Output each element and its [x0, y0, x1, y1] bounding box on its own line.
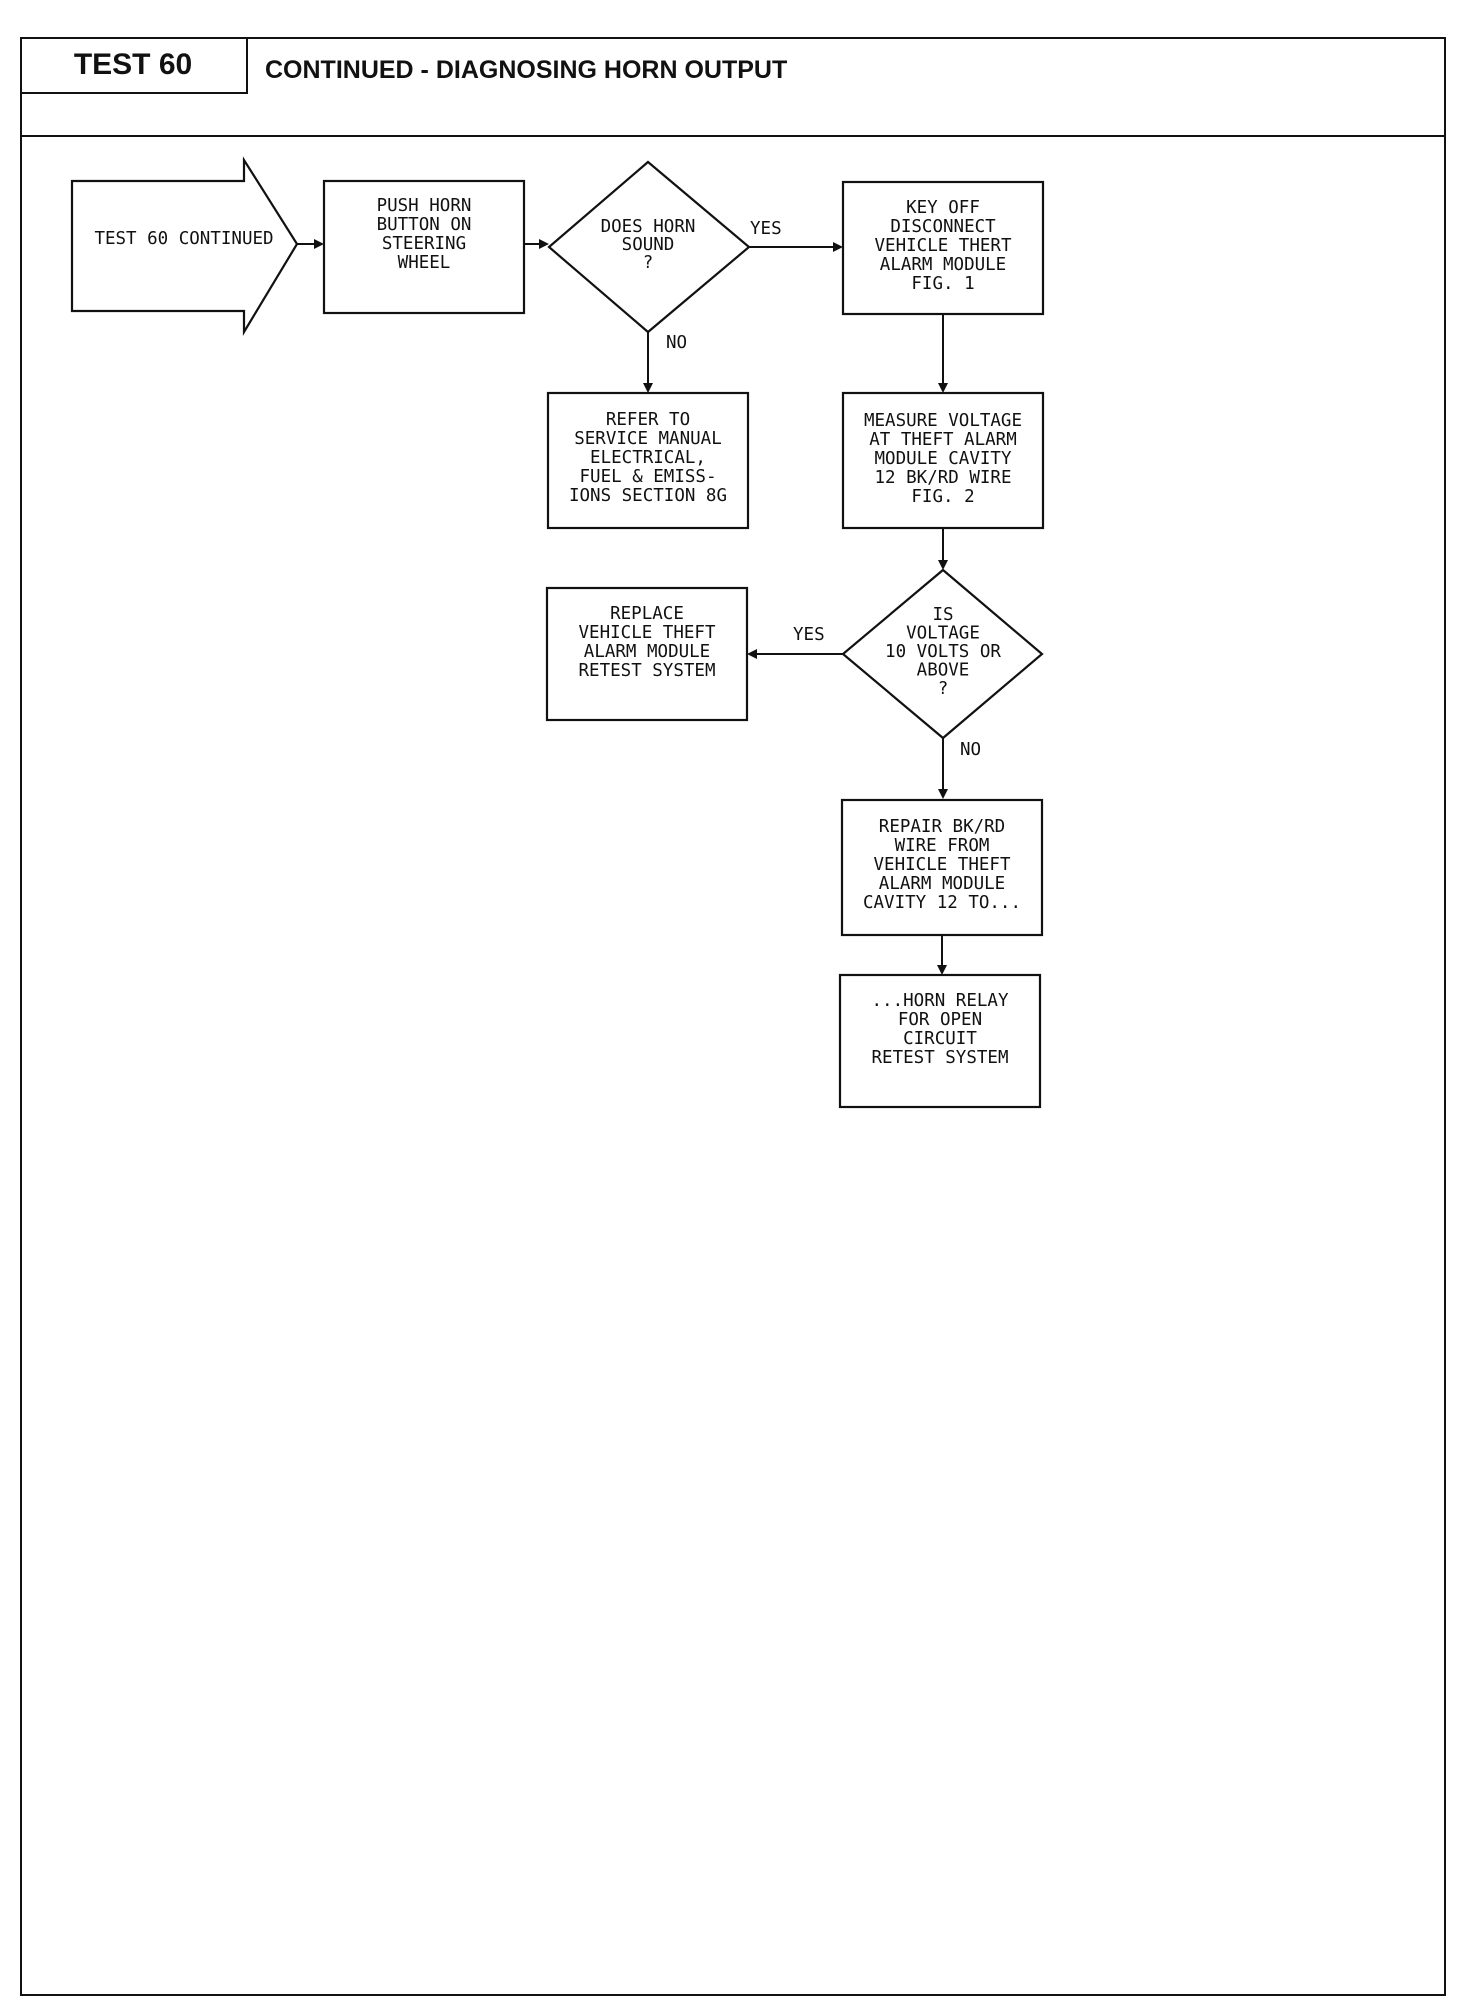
arrowhead [938, 789, 948, 799]
text-line: SOUND [622, 235, 675, 255]
push-horn-box [322, 179, 526, 315]
text-line: ALARM MODULE [880, 255, 1006, 275]
text-line: WHEEL [398, 253, 451, 273]
text-line: RETEST SYSTEM [872, 1048, 1009, 1068]
key-off-box [841, 180, 1045, 316]
text-line: ? [643, 253, 654, 273]
text-line: MODULE CAVITY [875, 449, 1012, 469]
header-bar [20, 37, 1446, 137]
text-line: FUEL & EMISS- [580, 467, 717, 487]
no-label-1: NO [666, 333, 687, 353]
start-arrow-shape [70, 156, 299, 336]
text-line: REPAIR BK/RD [879, 817, 1005, 837]
text-line: KEY OFF [906, 198, 980, 218]
replace-module-box [545, 586, 749, 722]
text-line: SERVICE MANUAL [574, 429, 722, 449]
refer-manual-box [546, 391, 750, 530]
text-line: VEHICLE THEFT [874, 855, 1011, 875]
yes-label-2: YES [793, 625, 825, 645]
arrowhead [938, 560, 948, 570]
arrowhead [314, 239, 324, 249]
test-number: TEST 60 [20, 37, 248, 94]
text-line: ...HORN RELAY [872, 991, 1009, 1011]
text-line: VEHICLE THERT [875, 236, 1012, 256]
text-line: ELECTRICAL, [590, 448, 706, 468]
page-frame [20, 37, 1446, 1996]
text-line: VEHICLE THEFT [579, 623, 716, 643]
text-line: TEST 60 CONTINUED [94, 229, 273, 249]
text-line: ALARM MODULE [584, 642, 710, 662]
text-line: FIG. 2 [911, 487, 974, 507]
arrowhead [747, 649, 757, 659]
text-line: ? [938, 679, 949, 699]
no-label-2: NO [960, 740, 981, 760]
text-line: REFER TO [606, 410, 690, 430]
text-line: STEERING [382, 234, 466, 254]
arrowhead [833, 242, 843, 252]
page-title: CONTINUED - DIAGNOSING HORN OUTPUT [265, 55, 788, 84]
text-line: ABOVE [917, 661, 970, 681]
text-line: CIRCUIT [903, 1029, 977, 1049]
text-line: IONS SECTION 8G [569, 486, 727, 506]
text-line: CAVITY 12 TO... [863, 893, 1021, 913]
text-line: AT THEFT ALARM [869, 430, 1017, 450]
yes-label-1: YES [750, 219, 782, 239]
text-line: FOR OPEN [898, 1010, 982, 1030]
text-line: MEASURE VOLTAGE [864, 411, 1022, 431]
text-line: DISCONNECT [890, 217, 996, 237]
text-line: REPLACE [610, 604, 684, 624]
horn-relay-box [838, 973, 1042, 1109]
repair-wire-box [840, 798, 1044, 937]
text-line: BUTTON ON [377, 215, 472, 235]
text-line: 10 VOLTS OR [885, 642, 1001, 662]
arrowhead [938, 383, 948, 393]
text-line: RETEST SYSTEM [579, 661, 716, 681]
text-line: FIG. 1 [911, 274, 974, 294]
measure-voltage-box [841, 391, 1045, 530]
text-line: ALARM MODULE [879, 874, 1005, 894]
start-label: TEST 60 CONTINUED [94, 229, 273, 249]
arrowhead [643, 383, 653, 393]
text-line: WIRE FROM [895, 836, 990, 856]
text-line: DOES HORN [601, 217, 696, 237]
text-line: IS [932, 605, 953, 625]
arrowhead [539, 239, 549, 249]
arrowhead [937, 965, 947, 975]
text-line: PUSH HORN [377, 196, 472, 216]
text-line: 12 BK/RD WIRE [875, 468, 1012, 488]
text-line: VOLTAGE [906, 624, 980, 644]
